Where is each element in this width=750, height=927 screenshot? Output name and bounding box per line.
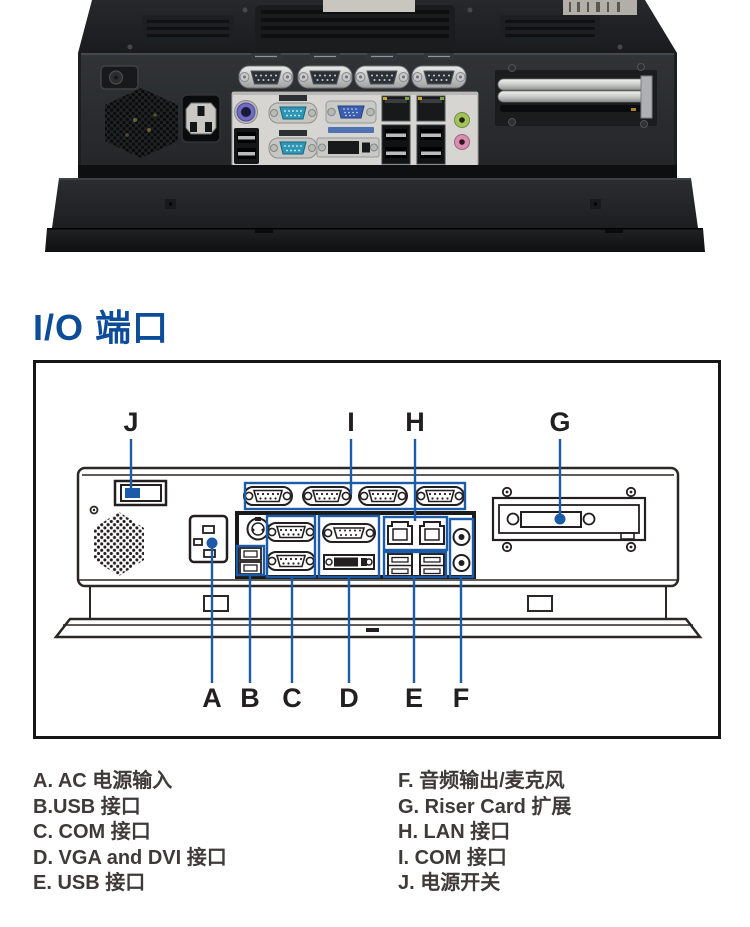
io-diagram: J I H G A B C D E F	[33, 360, 721, 739]
diagram-com-row	[243, 481, 467, 511]
diagram-callout-f: F	[453, 683, 470, 713]
legend: A. AC 电源输入 B.USB 接口 C. COM 接口 D. VGA and…	[33, 769, 723, 897]
io-diagram-svg: J I H G A B C D E F	[53, 407, 703, 713]
photo-audio-jacks	[454, 112, 470, 150]
diagram-callout-c: C	[282, 683, 302, 713]
legend-item: J. 电源开关	[398, 872, 501, 895]
photo-dvi-port	[316, 137, 380, 158]
diagram-dot-a	[206, 537, 218, 549]
legend-item: A. AC 电源输入	[33, 770, 173, 792]
diagram-riser-g	[491, 486, 647, 553]
photo-usb-ports-left	[234, 128, 259, 164]
legend-item: H. LAN 接口	[398, 821, 511, 844]
diagram-speaker-grille	[94, 512, 144, 576]
photo-base	[45, 165, 705, 252]
diagram-dot-g	[554, 513, 566, 525]
photo-lan-usb-cluster	[381, 95, 446, 165]
photo-barcode-sticker	[563, 0, 637, 15]
legend-item: E. USB 接口	[33, 872, 146, 895]
diagram-callout-b: B	[240, 683, 260, 713]
photo-chassis-top	[78, 0, 677, 53]
legend-item: C. COM 接口	[33, 821, 151, 844]
legend-column-right: F. 音频输出/麦克风 G. Riser Card 扩展 H. LAN 接口 I…	[398, 769, 723, 897]
diagram-callout-g: G	[549, 407, 570, 437]
product-photo	[45, 0, 705, 253]
page-title: I/O 端口	[33, 307, 170, 348]
photo-sticker	[323, 0, 415, 12]
photo-power-switch	[100, 65, 139, 90]
product-photo-svg	[45, 0, 705, 252]
legend-item: F. 音频输出/麦克风	[398, 770, 565, 792]
diagram-callout-a: A	[202, 683, 222, 713]
diagram-io-block	[235, 511, 476, 579]
legend-item: D. VGA and DVI 接口	[33, 846, 227, 869]
legend-item: G. Riser Card 扩展	[398, 795, 572, 818]
photo-vga-port	[325, 100, 377, 133]
diagram-callout-d: D	[339, 683, 359, 713]
photo-io-plate	[231, 91, 479, 167]
diagram-leader-lines	[129, 439, 562, 683]
photo-ac-inlet	[181, 94, 221, 143]
diagram-callout-i: I	[347, 407, 355, 437]
legend-item: B.USB 接口	[33, 795, 141, 818]
diagram-chassis	[53, 466, 703, 639]
diagram-power-switch	[113, 479, 168, 507]
photo-ps2-port	[234, 100, 258, 124]
legend-column-left: A. AC 电源输入 B.USB 接口 C. COM 接口 D. VGA and…	[33, 769, 398, 897]
diagram-callout-e: E	[405, 683, 423, 713]
photo-speaker-grille	[105, 88, 178, 158]
diagram-ac-inlet	[188, 514, 229, 564]
diagram-callout-h: H	[405, 407, 425, 437]
diagram-callout-j: J	[123, 407, 138, 437]
legend-item: I. COM 接口	[398, 846, 507, 869]
photo-riser-slot	[495, 63, 657, 128]
